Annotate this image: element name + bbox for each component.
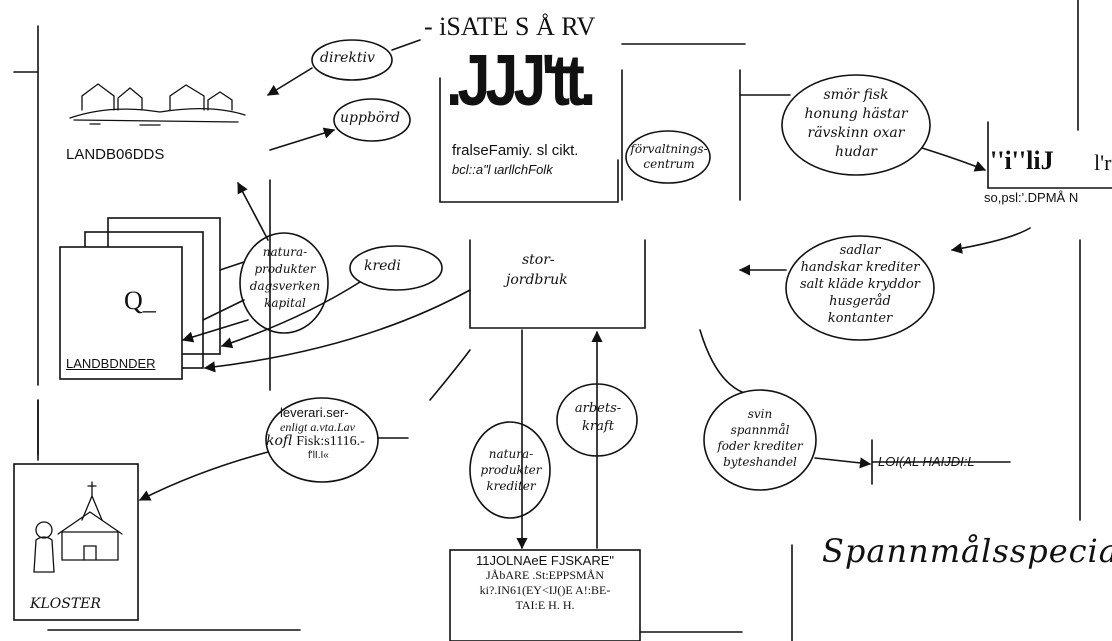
arrow-krediter-left [220, 281, 361, 349]
forvaltning-line: förvaltnings- [630, 142, 708, 156]
arrow-natura-up [237, 182, 269, 241]
bottom-box [449, 549, 641, 641]
forvaltning-box-frame [621, 69, 791, 201]
bubble-smor-text: smör fisk honung hästar rävskinn oxar hu… [790, 86, 922, 162]
bubble-natura-bottom-text: natura- produkter krediter [474, 446, 548, 494]
footer-script: Spannmålsspecia [822, 532, 1112, 570]
center-box-frame [439, 77, 619, 203]
natura-left-line: dagsverken [249, 279, 321, 293]
lokal-label-text: LOI(AL HAIJDI:L [878, 454, 975, 469]
bubble-leverans [265, 397, 379, 483]
lokal-box [871, 439, 1011, 485]
line-center-left-lower [429, 349, 471, 401]
storjordbruk-line1: stor- [522, 252, 555, 268]
bubble-krediter-left [349, 245, 443, 291]
bottom-line1: 11JOLNAeE FJSKARE" [475, 553, 615, 568]
arbetskraft-line: arbets- [574, 401, 622, 416]
bubble-svin-text: svin spannmål foder krediter byteshandel [704, 406, 816, 470]
arrow-leverans [138, 451, 269, 501]
arrow-uppbord [269, 127, 336, 151]
bottom-line4: TAI:E H. H. [515, 598, 575, 612]
sadlar-line: handskar krediter [800, 260, 920, 275]
arrow-natura-pages [181, 319, 249, 343]
svin-line: svin [747, 407, 773, 421]
line-direktiv-title [391, 39, 421, 51]
svin-line: foder krediter [717, 439, 803, 453]
smor-line: rävskinn oxar [807, 125, 905, 141]
bubble-svin [703, 389, 817, 491]
top-right-label: so,psl:'.DPMÅ N [984, 190, 1079, 205]
bubble-sadlar-text: sadlar handskar krediter salt kläde kryd… [788, 242, 932, 327]
bubble-direktiv-text: direktiv [320, 50, 375, 66]
leverans-kofl: kofl [266, 433, 293, 449]
bubble-natura-bottom [469, 421, 551, 519]
lokal-label: LOI(AL HAIJDI:L [878, 454, 975, 469]
sadlar-line: salt kläde kryddor [800, 277, 920, 292]
leverans-line: f'lI.I« [308, 450, 329, 461]
bubble-natura-left-text: natura- produkter dagsverken kapital [246, 244, 324, 312]
line-storjordbruk-svin [699, 329, 743, 393]
bubble-arbetskraft-text: arbets- kraft [562, 400, 634, 436]
storjordbruk-line2: jordbruk [506, 272, 568, 288]
top-right-box [987, 121, 1112, 189]
bottom-box-text: 11JOLNAeE FJSKARE" JÅbARE .St:EPPSMÅN ki… [452, 553, 638, 613]
bubble-direktiv [311, 39, 393, 81]
svin-line: spannmål [730, 423, 790, 437]
top-right-mark2: l'r [1094, 150, 1112, 175]
smor-line: honung hästar [804, 106, 908, 122]
bubble-sadlar [785, 235, 935, 341]
bubble-uppbord-text: uppbörd [340, 110, 400, 126]
top-right-mark: ''i''liJ [990, 146, 1054, 175]
line-natura-pages-1 [219, 261, 245, 271]
landbonder-farm-label: LANDB06DDS [66, 146, 165, 163]
bubble-krediter-left-text: kredi [364, 258, 401, 274]
leverans-fisk: Fisk:s1116.- [296, 434, 365, 449]
natura-bottom-line: natura- [488, 447, 534, 461]
bubble-natura-left [239, 232, 329, 334]
sadlar-line: sadlar [839, 243, 881, 258]
arbetskraft-line: kraft [582, 419, 614, 434]
kloster-label: KLOSTER [30, 596, 101, 612]
bubble-uppbord [333, 98, 411, 142]
natura-left-line: produkter [254, 262, 316, 276]
arrow-center-to-pages [203, 289, 471, 373]
arrow-forvaltning-smor [921, 147, 987, 172]
leverans-line: enligt a.vta.Lav [280, 420, 355, 434]
landbonder-stack-label: LANDBDNDER [66, 356, 156, 371]
natura-bottom-line: krediter [486, 479, 536, 493]
bubble-smor [781, 74, 931, 176]
sadlar-line: kontanter [827, 311, 893, 326]
storjordbruk-box [469, 239, 646, 329]
church-drawing [33, 481, 123, 573]
center-line1: fralseFamiy. sl cikt. [452, 142, 579, 159]
landbonder-stack-mark: Q_ [124, 286, 156, 315]
arrow-sadlar [950, 227, 1031, 254]
bubble-forvaltning-text: förvaltnings- centrum [628, 142, 710, 172]
arrow-svin-lokal [814, 457, 872, 469]
smor-line: hudar [834, 144, 878, 160]
natura-left-line: kapital [264, 296, 306, 310]
arrow-direktiv [267, 67, 313, 96]
center-line2: bcl::a"l ɩarllchFolk [452, 162, 553, 177]
bottom-line3: ki?.IN61(EY<IJ()E A!:BE- [479, 583, 611, 597]
svin-line: byteshandel [723, 455, 797, 469]
landbonder-page-front [59, 246, 183, 380]
sadlar-line: husgeråd [829, 294, 891, 309]
smor-line: smör fisk [823, 87, 889, 103]
natura-bottom-line: produkter [480, 463, 542, 477]
center-logo: .JJJ'tt. [446, 41, 596, 121]
bottom-line2: JÅbARE .St:EPPSMÅN [485, 568, 605, 582]
forvaltning-line: centrum [643, 157, 695, 171]
natura-left-line: natura- [262, 245, 308, 259]
bubble-forvaltning [625, 130, 711, 184]
farm-drawing [69, 83, 246, 126]
title-fragment: - iSATE S Å RV [424, 12, 596, 41]
line-natura-pages-2 [202, 299, 245, 321]
leverans-line: leverari.ser- [280, 405, 349, 420]
kloster-box [13, 463, 139, 621]
